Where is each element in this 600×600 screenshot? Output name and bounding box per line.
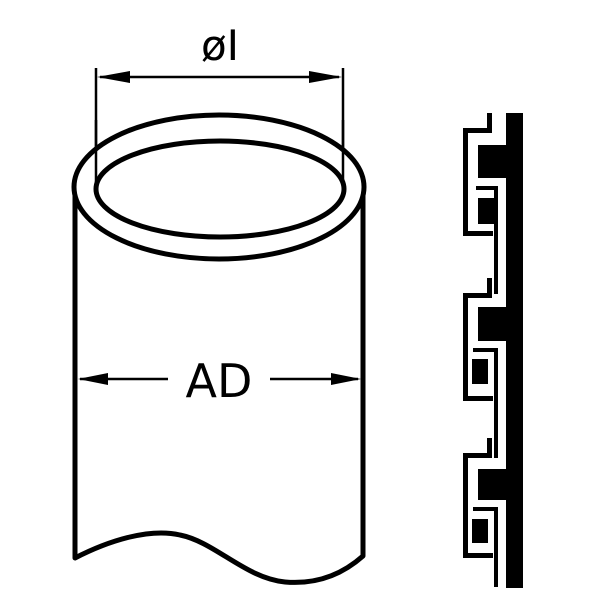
profile-outer-bar	[506, 113, 523, 588]
arrow-right-icon	[309, 71, 342, 83]
wall-profile	[463, 113, 523, 588]
arrow-right-icon	[331, 373, 361, 385]
arrow-left-icon	[78, 373, 108, 385]
profile-segment-2	[463, 278, 506, 458]
arrow-left-icon	[97, 71, 130, 83]
tube	[71, 112, 367, 585]
profile-segment-3	[463, 438, 506, 587]
outer-diameter-label: AD	[186, 354, 253, 408]
tube-outline	[72, 188, 366, 585]
outer-diameter-dimension: AD	[78, 354, 361, 408]
inner-rim	[93, 138, 347, 240]
inner-diameter-dimension: øI	[94, 21, 345, 200]
inner-diameter-label: øI	[201, 21, 239, 70]
profile-segment-1	[463, 113, 506, 294]
